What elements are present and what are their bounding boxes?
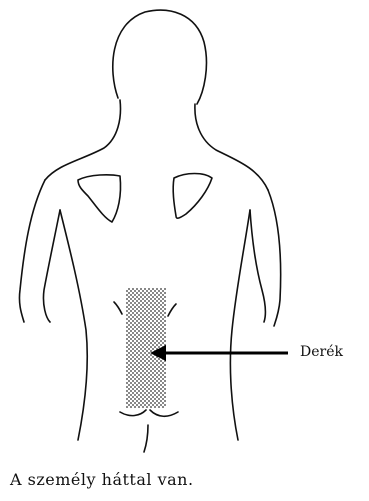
buttock-right xyxy=(150,410,178,416)
left-torso-outline xyxy=(60,210,87,440)
left-shoulder-outline xyxy=(45,100,120,180)
right-arm-outline xyxy=(268,190,281,326)
lower-back-label: Derék xyxy=(300,344,343,360)
lower-back-right-curve xyxy=(168,304,176,316)
right-torso-outline xyxy=(230,210,250,440)
left-inner-arm-outline xyxy=(43,210,60,322)
right-inner-arm-outline xyxy=(250,210,265,322)
lower-back-left-curve xyxy=(114,302,122,314)
left-scapula xyxy=(78,175,121,222)
right-shoulder-outline xyxy=(195,104,268,190)
left-arm-outline xyxy=(19,180,45,322)
right-scapula xyxy=(173,174,212,219)
buttock-left xyxy=(120,410,146,416)
figure-caption: A személy háttal van. xyxy=(10,470,194,489)
gluteal-cleft xyxy=(144,425,148,452)
head-outline xyxy=(113,10,207,104)
